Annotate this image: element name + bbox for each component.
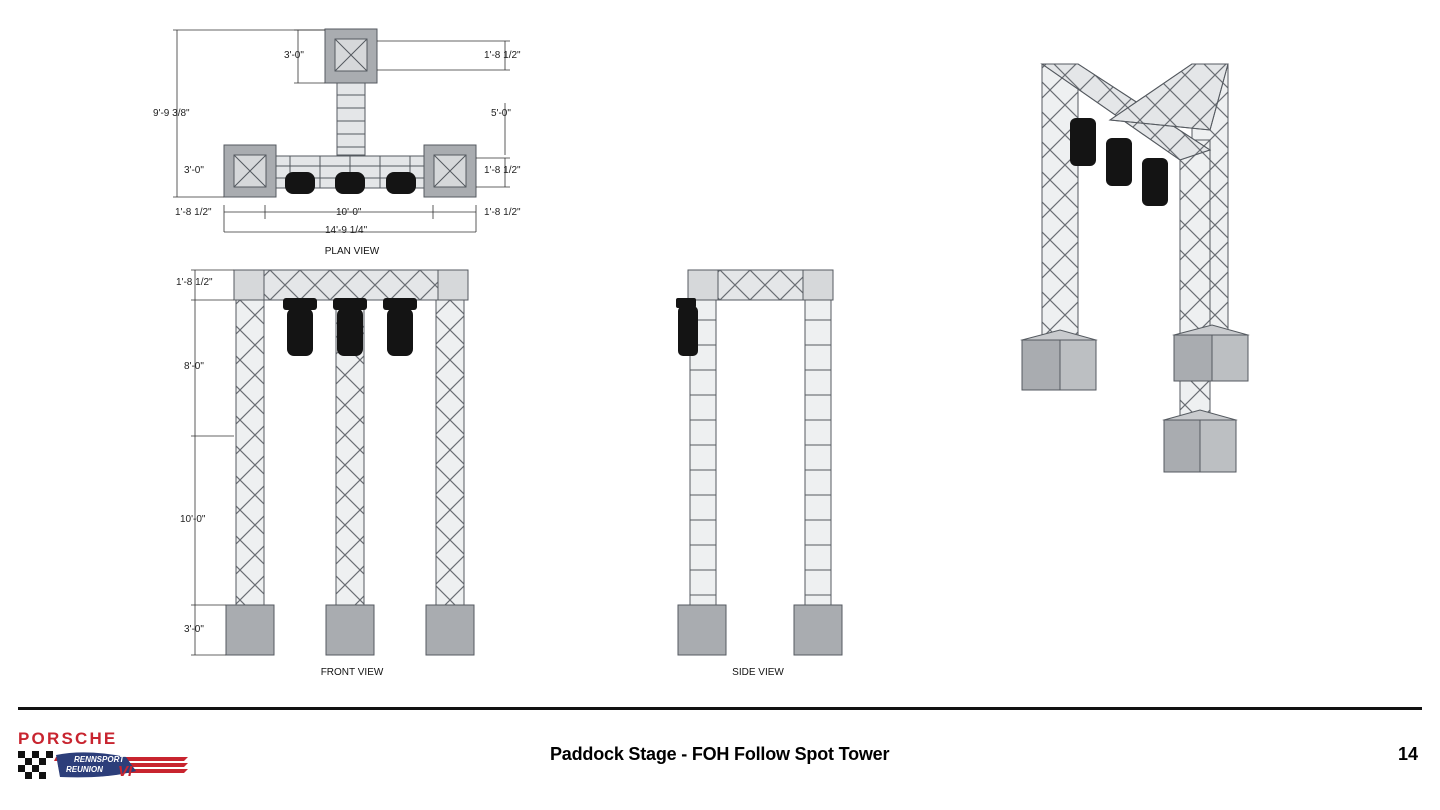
front-fixtures [283,298,417,356]
dim-overall-depth: 9'-9 3/8" [153,108,190,119]
plan-view [173,28,510,233]
dim-upper-section: 8'-0" [184,361,204,372]
logo-line2: REUNION [66,765,103,774]
dim-top-right-offset: 1'-8 1/2" [484,50,521,61]
isometric-view [1020,63,1250,473]
logo-graphic [18,751,188,779]
logo-line1: RENNSPORT [74,755,125,764]
dim-truss-height: 1'-8 1/2" [176,277,213,288]
logo-edition: VI [118,763,133,780]
dim-top-block: 3'-0" [284,50,304,61]
dim-bottom-right-offset: 1'-8 1/2" [484,207,521,218]
logo-brand: PORSCHE [18,729,118,748]
dim-span: 10'-0" [336,207,362,218]
side-view [676,269,843,656]
page-title: Paddock Stage - FOH Follow Spot Tower [550,744,890,764]
plan-fixtures [285,172,416,194]
dim-left-block: 3'-0" [184,165,204,176]
dim-lower-section: 10'-0" [180,514,206,525]
side-fixture [676,298,698,356]
dim-overall-width: 14'-9 1/4" [325,225,368,236]
front-view [191,269,475,656]
front-view-caption: FRONT VIEW [320,667,384,678]
page-number: 14 [1398,744,1419,764]
side-view-caption: SIDE VIEW [732,667,784,678]
plan-view-caption: PLAN VIEW [324,246,380,257]
iso-bases [1020,324,1250,473]
dim-base: 3'-0" [184,624,204,635]
dim-bottom-left-offset: 1'-8 1/2" [175,207,212,218]
footer-rule [18,707,1422,710]
iso-fixtures [1070,118,1168,206]
porsche-rennsport-logo: PORSCHE RENNSPORT REUNION VI [16,729,190,783]
front-bases [225,604,475,656]
dim-spacing: 5'-0" [491,108,511,119]
dim-right-offset: 1'-8 1/2" [484,165,521,176]
